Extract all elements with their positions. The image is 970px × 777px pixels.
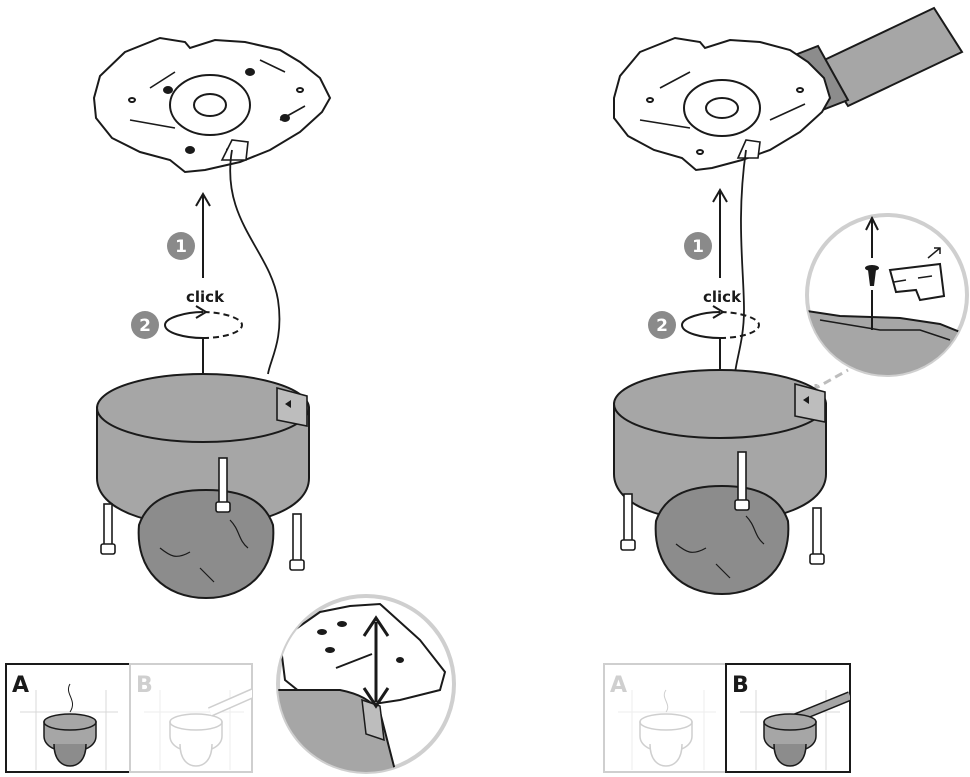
- right-step1-badge: 1: [684, 232, 712, 260]
- left-step2-label: 2: [139, 316, 151, 336]
- right-scene: 1 click 2: [603, 6, 969, 773]
- right-step1-label: 1: [692, 237, 704, 257]
- left-option-b-label: B: [136, 673, 153, 698]
- left-wire: [229, 149, 281, 375]
- left-rotation-indicator: [163, 305, 244, 378]
- right-click-label: click: [703, 288, 742, 306]
- right-option-b-label: B: [732, 673, 749, 698]
- right-zoom-detail: [805, 213, 969, 377]
- right-up-arrow: [712, 188, 728, 278]
- right-option-a-thumbnail[interactable]: A: [603, 663, 727, 773]
- left-scene: 1 click 2: [5, 36, 456, 774]
- left-camera: [96, 373, 310, 600]
- left-zoom-detail: [276, 594, 456, 774]
- right-callout-line: [814, 368, 849, 391]
- left-click-label: click: [186, 288, 225, 306]
- right-mounting-plate: [613, 36, 832, 172]
- right-rotation-indicator: [680, 305, 761, 375]
- left-step2-badge: 2: [131, 311, 159, 339]
- right-option-b-thumbnail[interactable]: B: [725, 663, 851, 773]
- left-step1-label: 1: [175, 237, 187, 257]
- right-camera: [613, 369, 827, 596]
- right-step2-badge: 2: [648, 311, 676, 339]
- left-option-a-label: A: [12, 673, 29, 698]
- right-option-a-label: A: [610, 673, 627, 698]
- left-mounting-plate: [92, 36, 332, 174]
- left-up-arrow: [195, 192, 211, 278]
- right-wire: [734, 149, 747, 375]
- right-step2-label: 2: [656, 316, 668, 336]
- left-step1-badge: 1: [167, 232, 195, 260]
- left-option-b-thumbnail[interactable]: B: [129, 663, 260, 773]
- left-option-a-thumbnail[interactable]: A: [5, 663, 131, 773]
